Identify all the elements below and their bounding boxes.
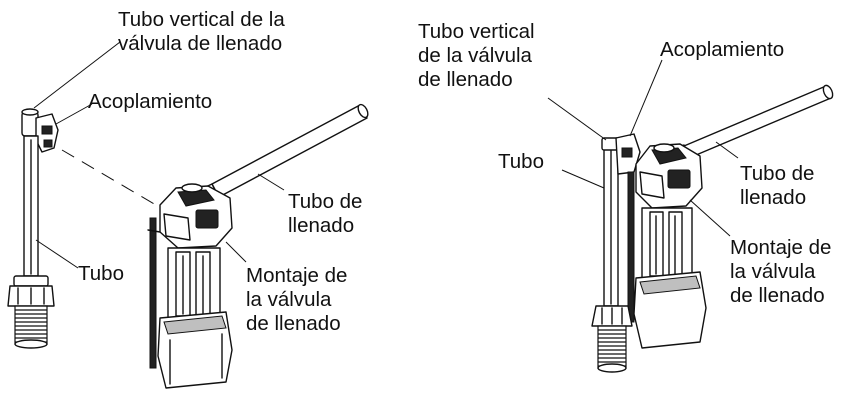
right-label-valve-assembly: Montaje de la válvula de llenado	[730, 236, 832, 307]
right-valve-assembly	[591, 133, 707, 373]
left-label-coupling: Acoplamiento	[88, 90, 213, 113]
right-label-refill-tube: Tubo de llenado	[740, 162, 815, 209]
right-leader-lines	[547, 59, 739, 237]
left-label-refill-tube: Tubo de llenado	[288, 190, 363, 237]
left-label-tube: Tubo	[78, 262, 124, 285]
left-leader-lines	[33, 41, 285, 269]
right-label-coupling: Acoplamiento	[660, 38, 785, 61]
right-label-tube: Tubo	[498, 150, 544, 173]
alignment-dashed-line	[61, 149, 157, 206]
right-refill-tube	[667, 84, 834, 163]
left-valve-assembly	[147, 183, 233, 389]
right-label-riser: Tubo vertical de la válvula de llenado	[418, 20, 535, 91]
left-label-valve-assembly: Montaje de la válvula de llenado	[246, 264, 348, 335]
left-label-riser: Tubo vertical de la válvula de llenado	[118, 8, 285, 55]
left-refill-tube	[194, 103, 369, 204]
left-tube-assembly	[7, 108, 59, 349]
